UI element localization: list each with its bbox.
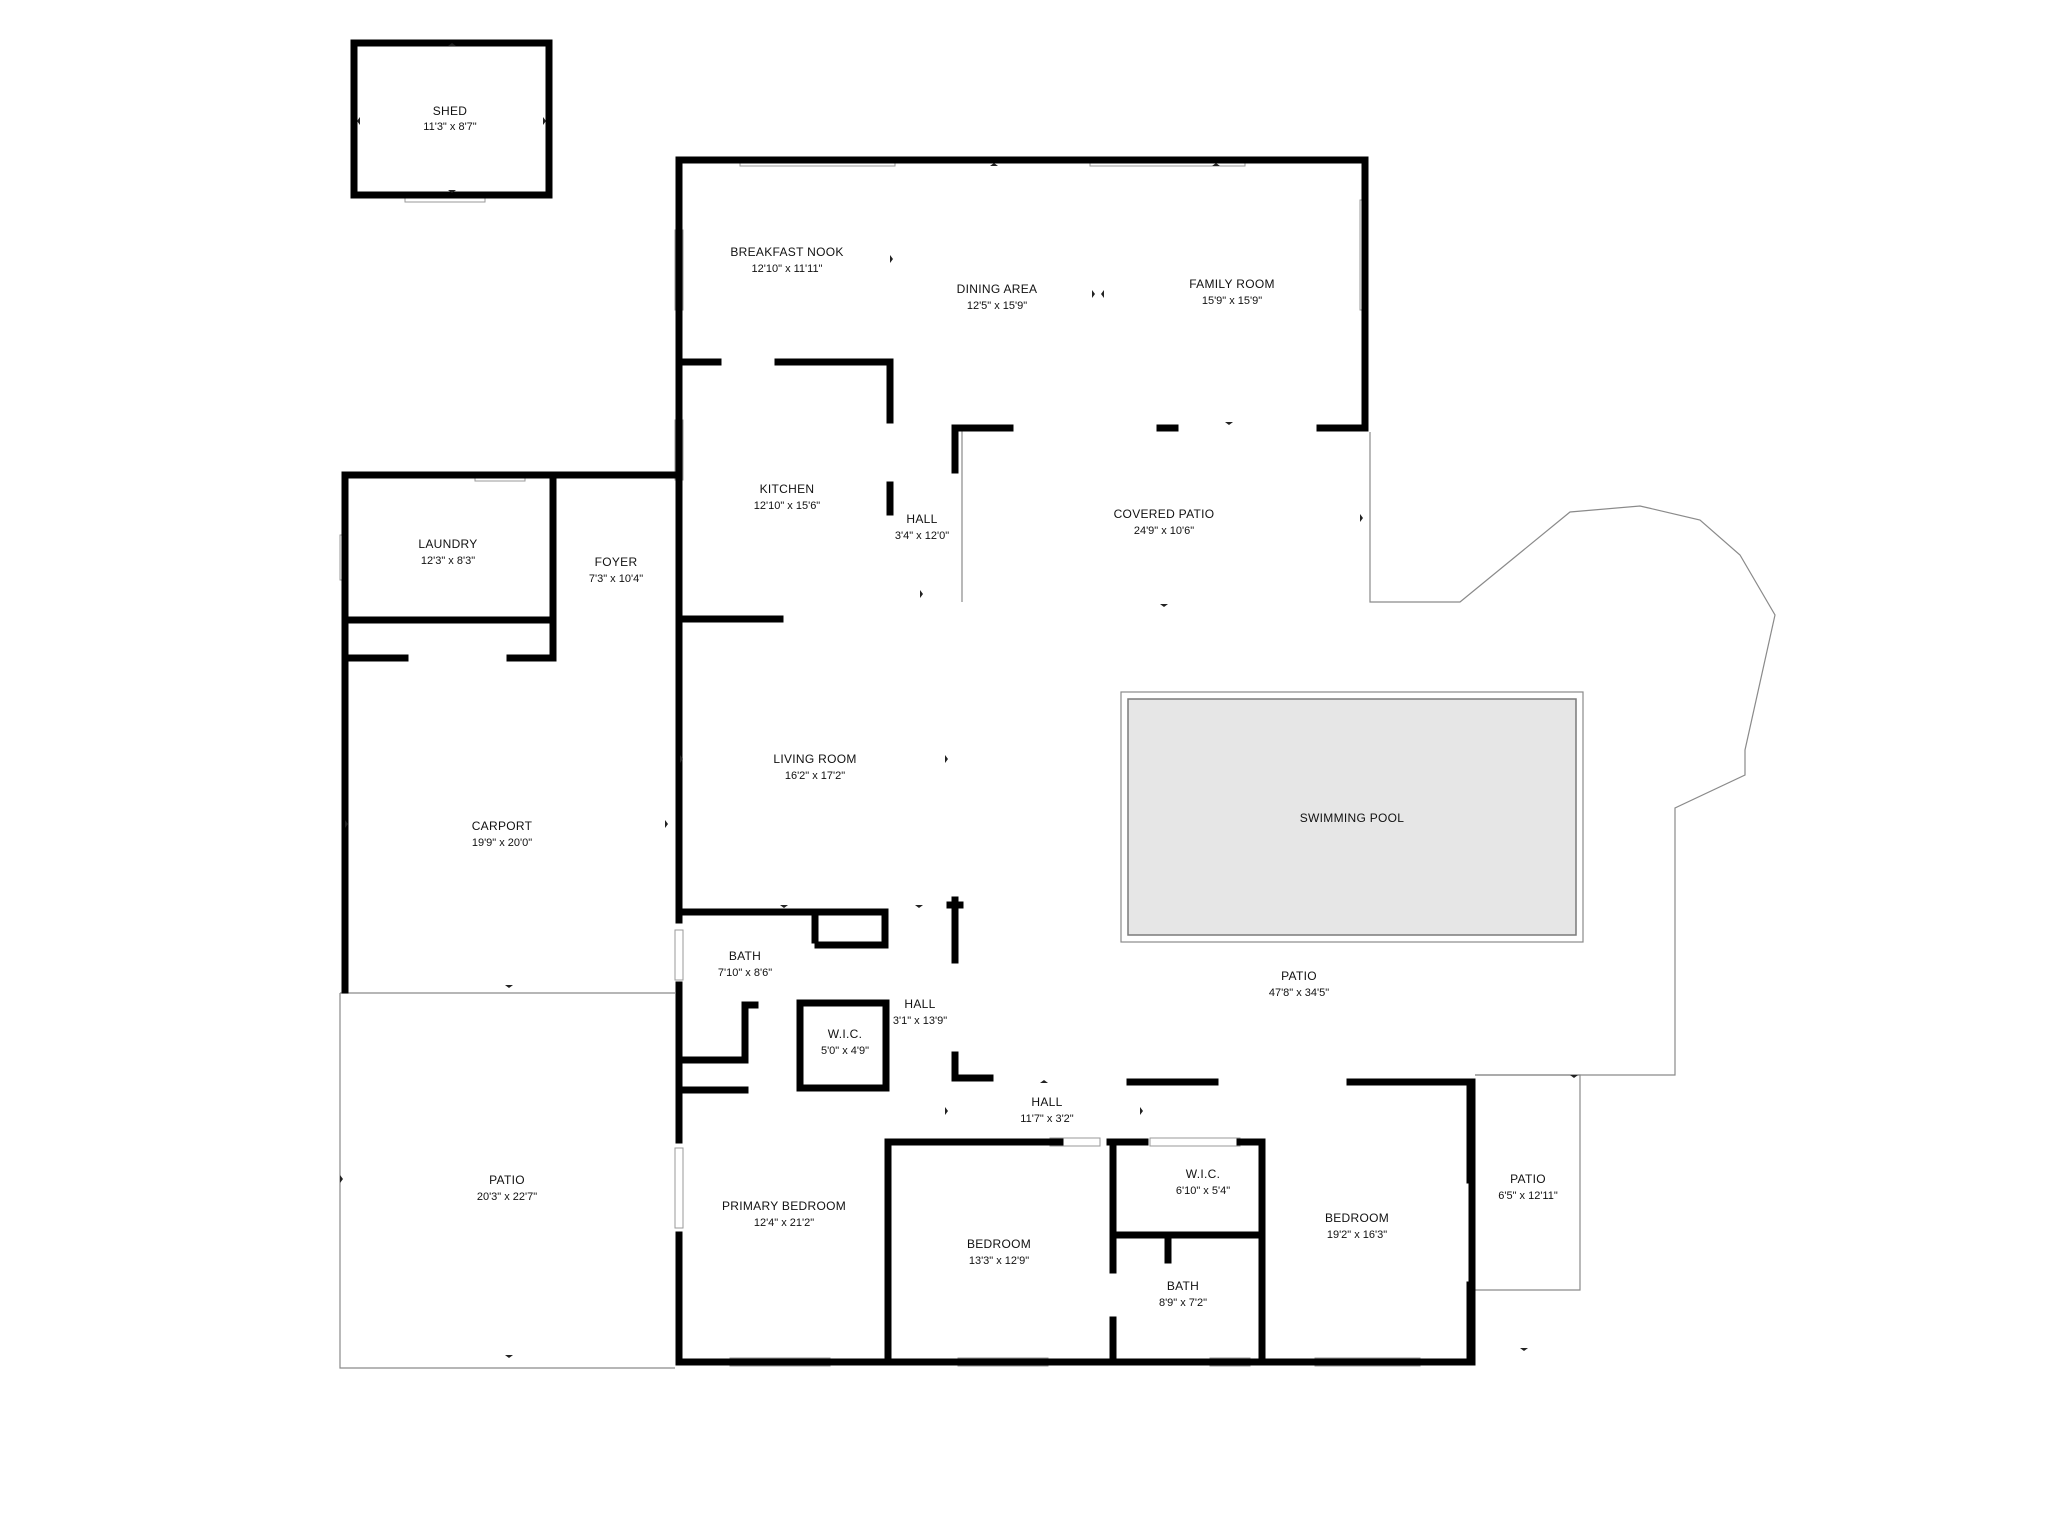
room-living-room: LIVING ROOM 16'2" x 17'2" bbox=[773, 752, 856, 782]
room-dims-bedroom-1: 13'3" x 12'9" bbox=[969, 1255, 1029, 1267]
room-dims-hall-bottom: 11'7" x 3'2" bbox=[1020, 1113, 1073, 1125]
room-dims-dining-area: 12'5" x 15'9" bbox=[967, 300, 1027, 312]
patio-outlines bbox=[339, 426, 1776, 1369]
room-dims-bedroom-2: 19'2" x 16'3" bbox=[1327, 1229, 1387, 1241]
room-dims-bath-1: 7'10" x 8'6" bbox=[718, 967, 772, 979]
room-name-patio-main: PATIO bbox=[1281, 969, 1317, 983]
room-bath-1: BATH 7'10" x 8'6" bbox=[718, 949, 772, 979]
room-family-room: FAMILY ROOM 15'9" x 15'9" bbox=[1189, 277, 1275, 307]
room-swimming-pool: SWIMMING POOL bbox=[1300, 811, 1405, 825]
room-name-covered-patio: COVERED PATIO bbox=[1114, 507, 1215, 521]
room-hall-bottom: HALL 11'7" x 3'2" bbox=[1020, 1095, 1073, 1125]
swimming-pool bbox=[1127, 698, 1577, 936]
room-covered-patio: COVERED PATIO 24'9" x 10'6" bbox=[1114, 507, 1215, 537]
room-dims-patio-west: 20'3" x 22'7" bbox=[477, 1191, 537, 1203]
room-name-wic-1: W.I.C. bbox=[828, 1027, 862, 1041]
room-dims-laundry: 12'3" x 8'3" bbox=[421, 555, 475, 567]
room-name-bath-2: BATH bbox=[1167, 1279, 1199, 1293]
room-patio-west: PATIO 20'3" x 22'7" bbox=[477, 1173, 537, 1203]
room-name-bath-1: BATH bbox=[729, 949, 761, 963]
room-name-primary-bedroom: PRIMARY BEDROOM bbox=[722, 1199, 846, 1213]
room-name-laundry: LAUNDRY bbox=[418, 537, 477, 551]
room-bedroom-2: BEDROOM 19'2" x 16'3" bbox=[1325, 1211, 1389, 1241]
room-dims-breakfast-nook: 12'10" x 11'11" bbox=[752, 263, 823, 275]
room-dims-living-room: 16'2" x 17'2" bbox=[785, 770, 845, 782]
room-dims-covered-patio: 24'9" x 10'6" bbox=[1134, 525, 1194, 537]
room-name-foyer: FOYER bbox=[595, 555, 638, 569]
room-dims-kitchen: 12'10" x 15'6" bbox=[754, 500, 821, 512]
room-name-hall-bottom: HALL bbox=[1031, 1095, 1062, 1109]
room-dims-hall-bath: 3'1" x 13'9" bbox=[893, 1015, 947, 1027]
room-kitchen: KITCHEN 12'10" x 15'6" bbox=[754, 482, 821, 512]
room-name-dining-area: DINING AREA bbox=[957, 282, 1038, 296]
room-dims-patio-main: 47'8" x 34'5" bbox=[1269, 987, 1329, 999]
room-dining-area: DINING AREA 12'5" x 15'9" bbox=[957, 282, 1038, 312]
room-hall-kitchen: HALL 3'4" x 12'0" bbox=[895, 512, 949, 542]
room-name-living-room: LIVING ROOM bbox=[773, 752, 856, 766]
room-name-shed: SHED bbox=[433, 104, 468, 118]
room-name-breakfast-nook: BREAKFAST NOOK bbox=[730, 245, 843, 259]
room-shed: SHED 11'3" x 8'7" bbox=[423, 104, 476, 133]
room-wic-2: W.I.C. 6'10" x 5'4" bbox=[1176, 1167, 1230, 1197]
room-name-patio-east: PATIO bbox=[1510, 1172, 1546, 1186]
room-dims-patio-east: 6'5" x 12'11" bbox=[1498, 1190, 1558, 1202]
room-name-hall-kitchen: HALL bbox=[906, 512, 937, 526]
room-labels: SHED 11'3" x 8'7" BREAKFAST NOOK 12'10" … bbox=[418, 104, 1557, 1309]
room-dims-foyer: 7'3" x 10'4" bbox=[589, 573, 643, 585]
room-name-kitchen: KITCHEN bbox=[760, 482, 815, 496]
room-primary-bedroom: PRIMARY BEDROOM 12'4" x 21'2" bbox=[722, 1199, 846, 1229]
room-foyer: FOYER 7'3" x 10'4" bbox=[589, 555, 643, 585]
room-dims-family-room: 15'9" x 15'9" bbox=[1202, 295, 1262, 307]
room-dims-shed: 11'3" x 8'7" bbox=[423, 121, 476, 133]
room-dims-hall-kitchen: 3'4" x 12'0" bbox=[895, 530, 949, 542]
walls bbox=[341, 39, 1476, 1366]
room-carport: CARPORT 19'9" x 20'0" bbox=[472, 819, 533, 849]
room-laundry: LAUNDRY 12'3" x 8'3" bbox=[418, 537, 477, 567]
room-hall-bath: HALL 3'1" x 13'9" bbox=[893, 997, 947, 1027]
room-patio-main: PATIO 47'8" x 34'5" bbox=[1269, 969, 1329, 999]
room-wic-1: W.I.C. 5'0" x 4'9" bbox=[821, 1027, 869, 1057]
room-breakfast-nook: BREAKFAST NOOK 12'10" x 11'11" bbox=[730, 245, 843, 275]
room-name-bedroom-2: BEDROOM bbox=[1325, 1211, 1389, 1225]
room-name-bedroom-1: BEDROOM bbox=[967, 1237, 1031, 1251]
room-dims-primary-bedroom: 12'4" x 21'2" bbox=[754, 1217, 814, 1229]
room-name-patio-west: PATIO bbox=[489, 1173, 525, 1187]
room-dims-carport: 19'9" x 20'0" bbox=[472, 837, 532, 849]
room-patio-east: PATIO 6'5" x 12'11" bbox=[1498, 1172, 1558, 1202]
room-name-swimming-pool: SWIMMING POOL bbox=[1300, 811, 1405, 825]
door-markers bbox=[340, 43, 1578, 1358]
room-name-wic-2: W.I.C. bbox=[1186, 1167, 1220, 1181]
room-name-carport: CARPORT bbox=[472, 819, 533, 833]
room-bedroom-1: BEDROOM 13'3" x 12'9" bbox=[967, 1237, 1031, 1267]
room-bath-2: BATH 8'9" x 7'2" bbox=[1159, 1279, 1207, 1309]
room-dims-wic-1: 5'0" x 4'9" bbox=[821, 1045, 869, 1057]
room-dims-wic-2: 6'10" x 5'4" bbox=[1176, 1185, 1230, 1197]
room-name-family-room: FAMILY ROOM bbox=[1189, 277, 1275, 291]
room-name-hall-bath: HALL bbox=[904, 997, 935, 1011]
room-dims-bath-2: 8'9" x 7'2" bbox=[1159, 1297, 1207, 1309]
